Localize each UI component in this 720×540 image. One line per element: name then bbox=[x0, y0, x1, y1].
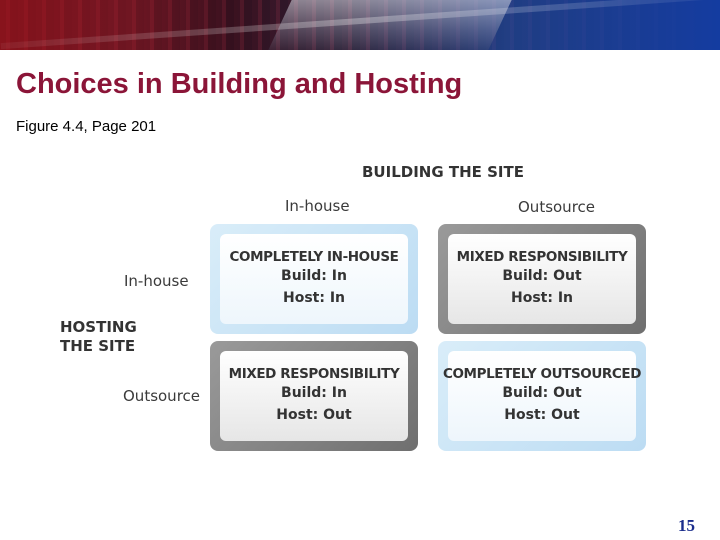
cell-build: Build: In bbox=[281, 385, 347, 401]
cell-heading: MIXED RESPONSIBILITY bbox=[228, 366, 400, 382]
header-banner bbox=[0, 0, 720, 50]
cell-completely-outsourced: COMPLETELY OUTSOURCED Build: Out Host: O… bbox=[438, 341, 646, 451]
cell-inner: MIXED RESPONSIBILITY Build: Out Host: In bbox=[448, 234, 636, 324]
cell-completely-inhouse: COMPLETELY IN-HOUSE Build: In Host: In bbox=[210, 224, 418, 334]
slide-subtitle: Figure 4.4, Page 201 bbox=[16, 118, 157, 135]
cell-inner: MIXED RESPONSIBILITY Build: In Host: Out bbox=[220, 351, 408, 441]
cell-inner: COMPLETELY OUTSOURCED Build: Out Host: O… bbox=[443, 351, 641, 441]
cell-host: Host: Out bbox=[276, 407, 352, 423]
column-label-inhouse: In-house bbox=[285, 197, 350, 215]
row-label-outsource: Outsource bbox=[123, 387, 201, 405]
slide-title: Choices in Building and Hosting bbox=[16, 68, 463, 100]
cell-build: Build: In bbox=[281, 268, 347, 284]
cell-build: Build: Out bbox=[502, 385, 582, 401]
cell-heading: MIXED RESPONSIBILITY bbox=[456, 249, 628, 265]
building-header: BUILDING THE SITE bbox=[362, 163, 524, 181]
cell-host: Host: Out bbox=[504, 407, 580, 423]
cell-heading: COMPLETELY OUTSOURCED bbox=[442, 366, 642, 382]
row-label-inhouse: In-house bbox=[124, 272, 189, 290]
cell-mixed-host-out: MIXED RESPONSIBILITY Build: In Host: Out bbox=[210, 341, 418, 451]
hosting-header: HOSTING THE SITE bbox=[60, 318, 137, 356]
hosting-header-line1: HOSTING bbox=[60, 318, 137, 336]
cell-inner: COMPLETELY IN-HOUSE Build: In Host: In bbox=[220, 234, 408, 324]
cell-build: Build: Out bbox=[502, 268, 582, 284]
column-label-outsource: Outsource bbox=[518, 198, 596, 216]
hosting-header-line2: THE SITE bbox=[60, 337, 136, 355]
cell-heading: COMPLETELY IN-HOUSE bbox=[229, 249, 399, 265]
cell-host: Host: In bbox=[282, 290, 345, 306]
cell-mixed-build-out: MIXED RESPONSIBILITY Build: Out Host: In bbox=[438, 224, 646, 334]
cell-host: Host: In bbox=[510, 290, 573, 306]
page-number: 15 bbox=[678, 516, 695, 535]
